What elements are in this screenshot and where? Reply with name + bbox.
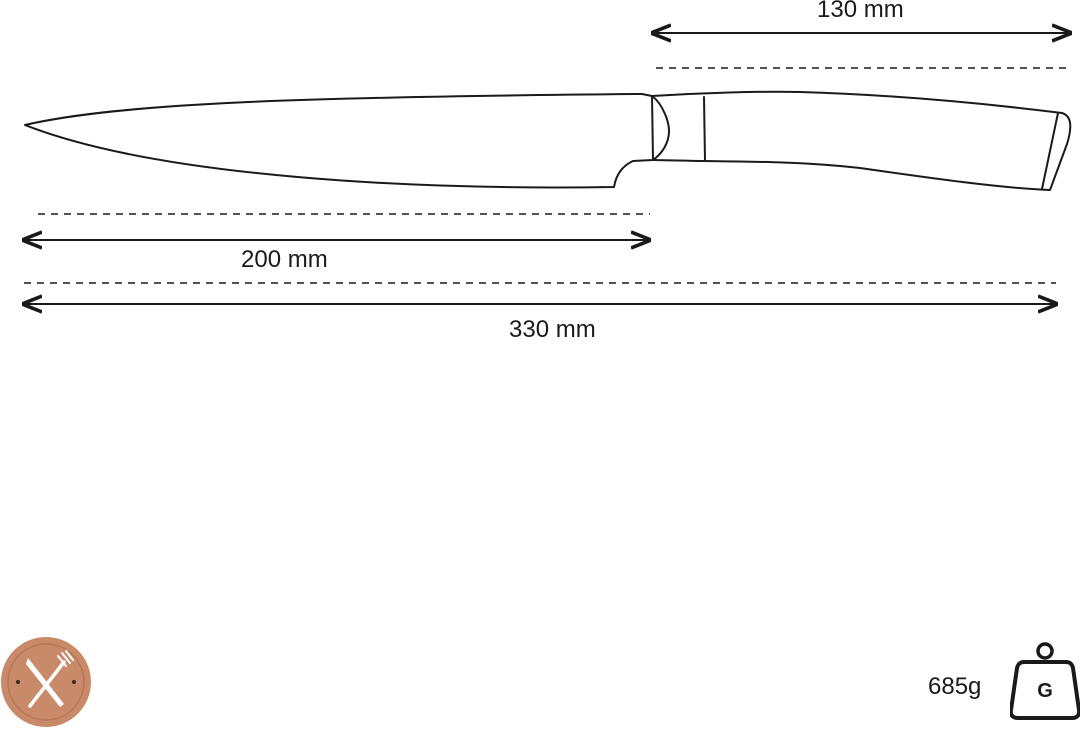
handle-divider	[703, 96, 706, 162]
weight-icon-letter: G	[1037, 680, 1053, 702]
knife-bolster	[651, 95, 670, 161]
handle-end-cap	[1041, 112, 1059, 190]
weight-value: 685g	[928, 673, 982, 700]
weight-icon: G	[1010, 642, 1080, 720]
knife-outline	[24, 90, 1072, 191]
knife-fork-badge-icon	[1, 637, 91, 727]
handle-length-label: 130 mm	[817, 0, 904, 23]
total-length-label: 330 mm	[509, 316, 596, 343]
blade-length-label: 200 mm	[241, 246, 328, 273]
knife-blade	[24, 93, 654, 189]
knife-handle	[651, 90, 1072, 191]
